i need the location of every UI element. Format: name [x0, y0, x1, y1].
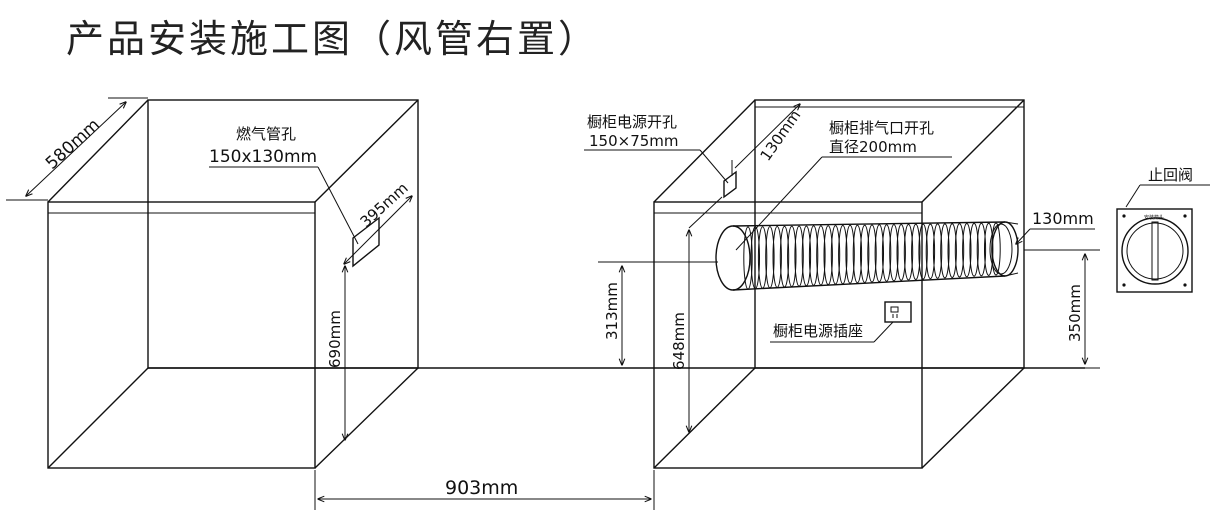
duct-rib [867, 224, 877, 283]
check-valve-flange [1116, 208, 1193, 293]
power-hole-offset-label: 130mm [757, 107, 805, 165]
right-cabinet-front [653, 201, 923, 469]
duct-rib [838, 225, 848, 285]
socket-leader [873, 321, 894, 343]
duct-outlet-ring [991, 221, 1019, 277]
cabinet-power-socket [884, 301, 912, 323]
duct-rib [757, 226, 768, 289]
power-hole-size: 150×75mm [589, 132, 679, 150]
duct-rib [772, 226, 782, 288]
duct-rib [787, 225, 797, 287]
check-valve-flap-axis [1151, 221, 1159, 281]
exhaust-hole-size: 直径200mm [829, 138, 917, 156]
exhaust-height-label: 313mm [603, 282, 621, 340]
socket-label: 橱柜电源插座 [773, 322, 863, 340]
check-valve-body [1121, 217, 1189, 285]
duct-rib [845, 224, 855, 284]
duct-rib [903, 223, 914, 281]
power-hole-leader [699, 149, 729, 184]
duct-rib [860, 224, 870, 283]
duct-rib [874, 224, 884, 283]
duct-rib [918, 223, 928, 280]
gap-dimension: 903mm [314, 470, 655, 510]
check-valve: 止回阀 安装箭头 [1116, 166, 1210, 293]
depth-dimension-label: 580mm [42, 115, 104, 174]
duct-rib [750, 226, 760, 290]
duct-rib [976, 222, 987, 277]
duct-rib [765, 226, 775, 289]
gap-dimension-label: 903mm [445, 477, 518, 499]
duct-rib [969, 222, 979, 277]
diagram-title: 产品安装施工图（风管右置） [66, 17, 599, 61]
left-cabinet-front [47, 201, 316, 469]
gas-hole-title: 燃气管孔 [236, 125, 296, 143]
left-cabinet [47, 99, 419, 469]
duct-rib [932, 223, 943, 279]
right-cabinet-back [754, 99, 1025, 369]
power-hole-title: 橱柜电源开孔 [587, 113, 677, 131]
depth-dimension: 580mm [6, 97, 148, 201]
duct-rib [801, 225, 812, 287]
duct-rib [852, 224, 863, 284]
duct-rib [925, 223, 936, 280]
duct-rib [947, 223, 957, 279]
duct-rib [779, 225, 790, 288]
duct-rib [984, 222, 994, 276]
power-hole-height-label: 648mm [670, 312, 688, 370]
duct-rib [911, 223, 921, 280]
duct-rib [830, 225, 841, 285]
valve-offset-label: 130mm [1032, 209, 1094, 228]
duct-rib [881, 224, 892, 282]
duct-rib [823, 225, 833, 286]
duct-rib [794, 225, 804, 287]
duct-rib [889, 224, 899, 282]
duct-rib [954, 223, 965, 278]
duct-rib [816, 225, 826, 286]
check-valve-title: 止回阀 [1148, 166, 1193, 184]
check-valve-small-text: 安装箭头 [1144, 214, 1164, 221]
socket-icon [884, 301, 912, 323]
exhaust-hole-title: 橱柜排气口开孔 [829, 119, 934, 137]
duct-rib [743, 226, 753, 290]
flexible-exhaust-duct [715, 221, 1019, 291]
cabinet-power-hole [723, 170, 737, 199]
duct-rib [962, 223, 972, 278]
duct-rib [808, 225, 819, 286]
right-cabinet [653, 99, 1025, 469]
valve-height-label: 350mm [1066, 284, 1084, 342]
gas-hole-size: 150x130mm [209, 147, 317, 167]
duct-rib [896, 224, 906, 281]
gas-hole-height-label: 690mm [326, 310, 344, 368]
duct-rib [940, 223, 950, 279]
